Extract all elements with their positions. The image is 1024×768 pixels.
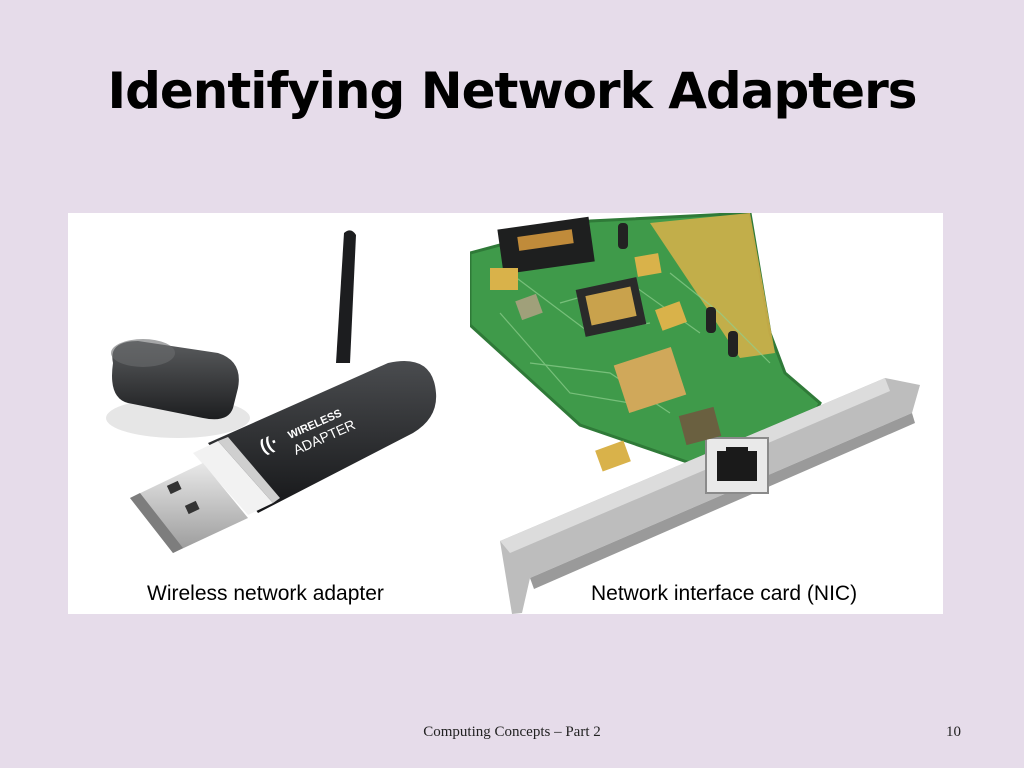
wireless-adapter-caption: Wireless network adapter xyxy=(147,582,384,605)
usb-body: ((· WIRELESS ADAPTER xyxy=(208,361,437,513)
wireless-usb-adapter-photo: ((· WIRELESS ADAPTER Wireless network ad… xyxy=(106,230,437,605)
slide-title: Identifying Network Adapters xyxy=(107,62,918,120)
usb-collar xyxy=(193,437,280,515)
figure-panel: ((· WIRELESS ADAPTER Wireless network ad… xyxy=(68,213,943,614)
nic-bracket xyxy=(500,378,920,614)
rj45-port xyxy=(678,406,769,494)
nic-circuit-board xyxy=(470,213,822,498)
usb-plug xyxy=(130,463,248,553)
usb-antenna xyxy=(336,230,356,363)
network-interface-card-photo: Network interface card (NIC) xyxy=(470,213,920,614)
page-number: 10 xyxy=(946,724,961,740)
usb-cap xyxy=(106,339,250,438)
footer-text: Computing Concepts – Part 2 xyxy=(423,724,601,740)
nic-caption: Network interface card (NIC) xyxy=(591,582,857,605)
